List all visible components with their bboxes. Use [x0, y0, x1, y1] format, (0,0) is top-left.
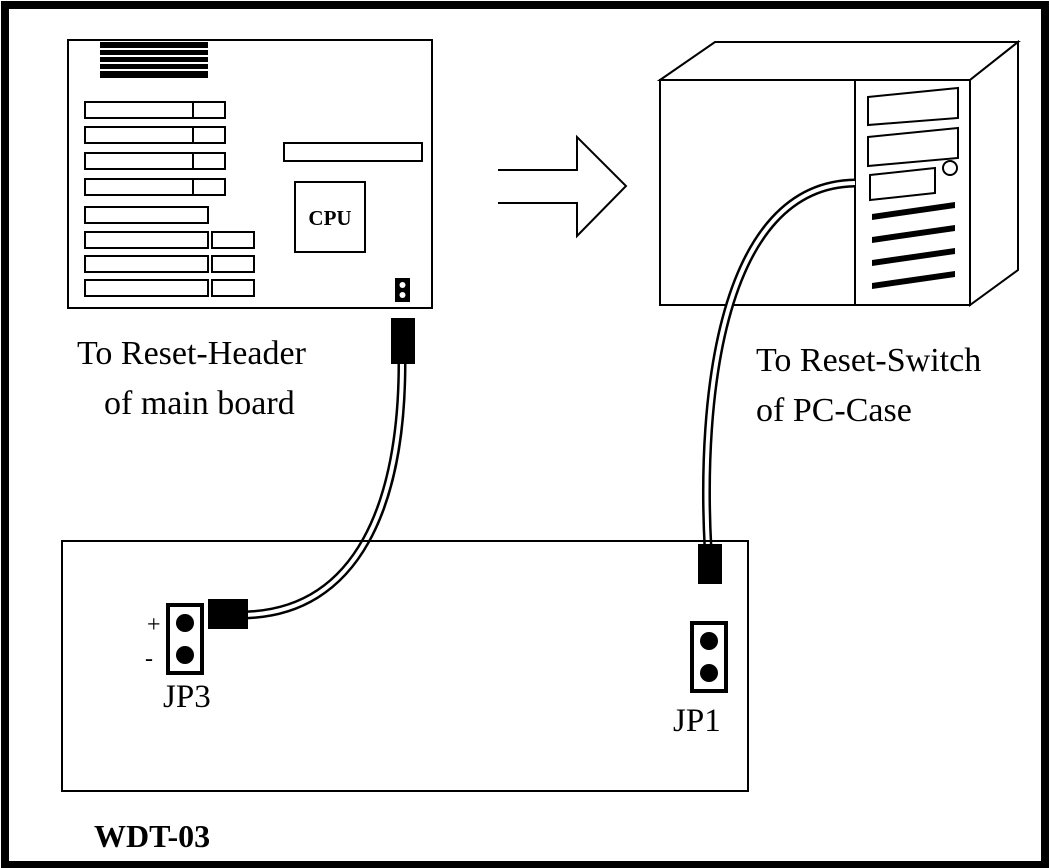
- case-reset-button: [942, 160, 958, 176]
- jp3-minus-label: -: [145, 646, 153, 672]
- arrow-right-icon: [498, 134, 628, 239]
- jp1-label: JP1: [673, 703, 721, 739]
- case-label-line2: of PC-Case: [756, 392, 912, 429]
- board-name: WDT-03: [94, 818, 210, 854]
- case-cable-plug: [698, 544, 722, 584]
- mainboard-memory-slot: [283, 142, 423, 162]
- jp3-plus-label: +: [147, 612, 161, 638]
- jp1-jumper: [690, 621, 728, 693]
- jp3-cable-plug: [208, 599, 248, 629]
- mainboard-reset-header: [395, 278, 410, 302]
- wdt-board-outline: [61, 540, 749, 792]
- mainboard-icon: CPU: [67, 39, 433, 309]
- jp3-label: JP3: [163, 679, 211, 715]
- case-label-line1: To Reset-Switch: [756, 342, 981, 379]
- mainboard-label-line2: of main board: [104, 385, 295, 422]
- jp3-jumper: [166, 603, 204, 675]
- mainboard-cable-plug: [391, 318, 415, 364]
- mainboard-expansion-slots: [84, 101, 255, 297]
- mainboard-label-line1: To Reset-Header: [77, 335, 307, 372]
- pc-tower-icon: [656, 39, 1021, 307]
- cpu-label: CPU: [308, 206, 351, 230]
- mainboard-striped-connector: [100, 42, 208, 78]
- case-reset-cable: [701, 178, 856, 549]
- cpu-chip: [294, 181, 366, 253]
- case-vents: [872, 202, 955, 289]
